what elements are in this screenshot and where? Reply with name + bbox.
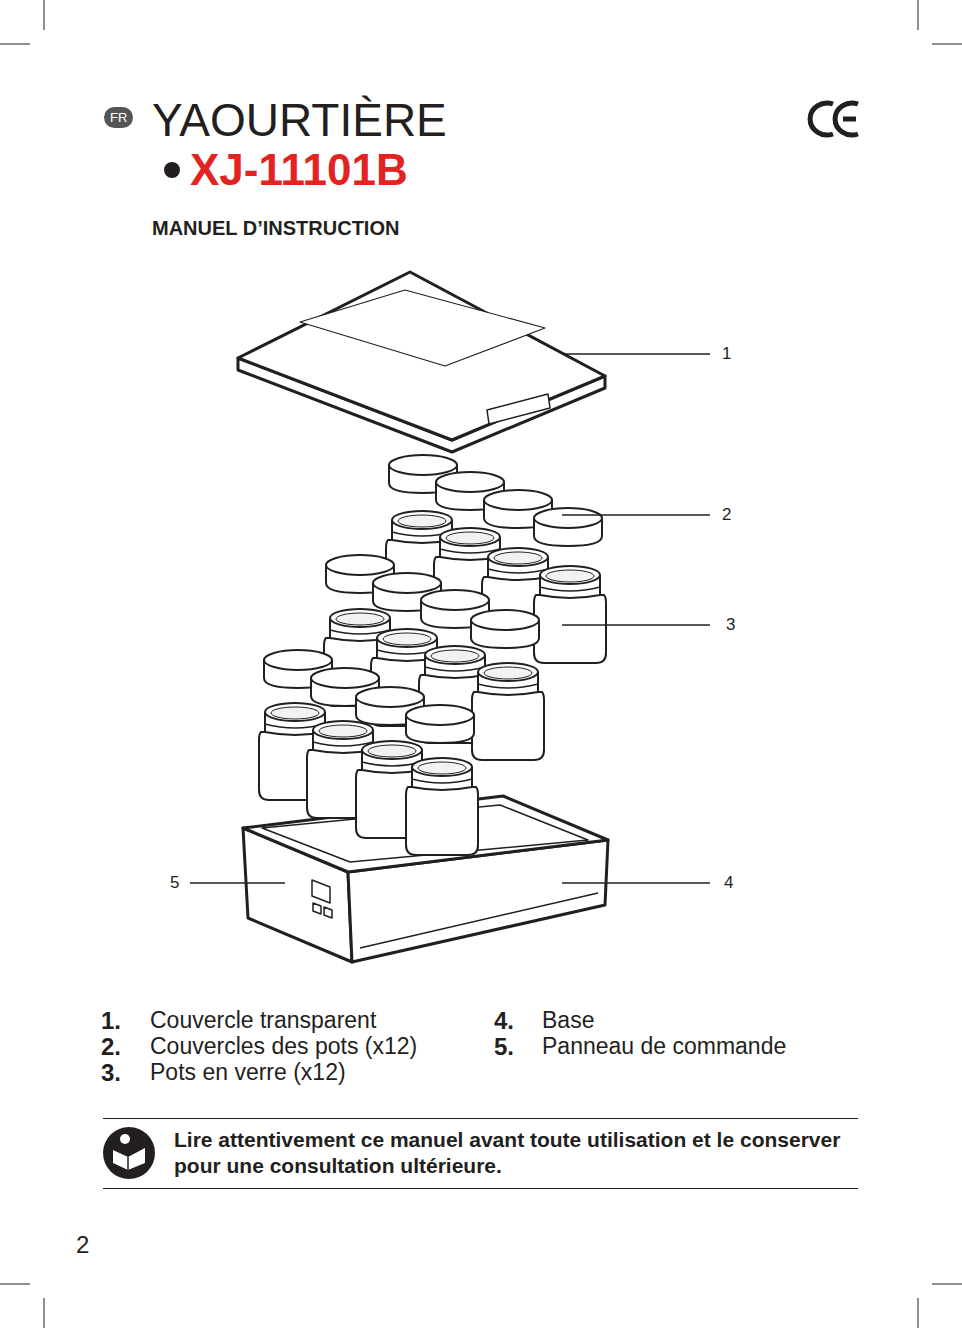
node-text: Lire attentivement ce manuel avant toute… (174, 1127, 858, 1180)
glass-pots-row-3 (259, 703, 478, 855)
subtitle: MANUEL D’INSTRUCTION (152, 218, 399, 238)
language-badge: FR (104, 107, 133, 128)
read-manual-icon (103, 1127, 155, 1179)
illustration-part (406, 758, 478, 855)
illustration-part (534, 566, 606, 663)
list-number: 4. (494, 1009, 514, 1033)
illustration-part (471, 610, 539, 648)
illustration-part (113, 1148, 145, 1170)
callout-number: 2 (722, 506, 731, 523)
illustration-part (44, 1298, 45, 1328)
illustration-part (918, 1298, 919, 1328)
illustration-part (0, 44, 30, 45)
illustration-part (562, 882, 710, 884)
illustration-part (835, 103, 858, 135)
illustration-part (472, 663, 544, 760)
list-number: 5. (494, 1035, 514, 1059)
illustration-part (562, 624, 710, 626)
callout-number: 3 (726, 616, 735, 633)
model-number: XJ-11101B (190, 148, 408, 192)
part-name: Pots en verre (x12) (150, 1061, 346, 1084)
part-name: Couvercle transparent (150, 1009, 376, 1032)
node-text: FR (110, 111, 127, 124)
illustration-part (300, 290, 545, 366)
illustration-part (932, 1284, 962, 1285)
illustration-part (562, 353, 710, 355)
page-title: YAOURTIÈRE (152, 97, 447, 143)
illustration-part (487, 394, 550, 424)
part-name: Base (542, 1009, 594, 1032)
illustration-part (918, 0, 919, 30)
illustration-part (120, 1134, 130, 1144)
callout-number: 5 (170, 874, 179, 891)
illustration-part (44, 0, 45, 30)
illustration-part (190, 882, 285, 884)
part-name: Couvercles des pots (x12) (150, 1035, 417, 1058)
illustration-part (0, 1284, 30, 1285)
illustration-part (238, 272, 605, 440)
list-number: 1. (101, 1009, 121, 1033)
illustration-part (103, 1127, 155, 1179)
page-number: 2 (76, 1233, 89, 1257)
illustration-part (562, 514, 710, 516)
bullet-dot (164, 162, 180, 178)
list-number: 3. (101, 1061, 121, 1085)
callout-number: 1 (722, 345, 731, 362)
part-name: Panneau de commande (542, 1035, 786, 1058)
illustration-part (360, 893, 598, 948)
illustration-part (932, 44, 962, 45)
illustration-part (324, 907, 332, 918)
illustration-part (406, 705, 474, 743)
illustration-part (127, 1157, 129, 1170)
illustration-part (843, 117, 856, 122)
ce-mark (810, 103, 858, 135)
list-number: 2. (101, 1035, 121, 1059)
callout-number: 4 (724, 874, 733, 891)
safety-note: Lire attentivement ce manuel avant toute… (103, 1118, 858, 1189)
transparent-lid (238, 272, 605, 452)
illustration-part (810, 103, 833, 135)
illustration-part (313, 903, 321, 914)
leader-lines (190, 354, 710, 883)
illustration-part (534, 508, 602, 546)
illustration-part (312, 880, 330, 903)
